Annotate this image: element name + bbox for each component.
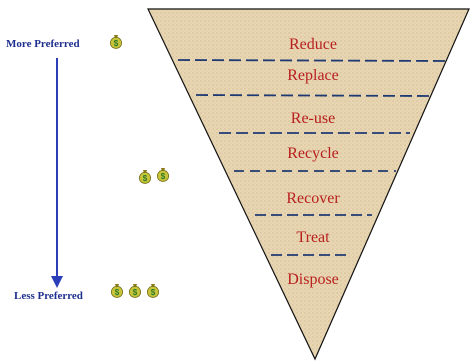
level-replace: Replace <box>287 67 339 84</box>
money-bag-icon <box>156 167 170 182</box>
level-reduce: Reduce <box>289 36 337 53</box>
money-bag-icon <box>109 34 123 49</box>
money-bag-triple <box>110 283 160 298</box>
less-preferred-label: Less Preferred <box>14 290 83 302</box>
more-preferred-label: More Preferred <box>6 38 80 50</box>
level-treat: Treat <box>296 229 330 246</box>
level-reuse: Re-use <box>290 110 336 127</box>
money-bag-icon <box>146 283 160 298</box>
separator-1 <box>177 59 446 62</box>
level-dispose: Dispose <box>287 271 339 288</box>
money-bag-top <box>109 34 123 49</box>
level-recycle: Recycle <box>287 145 339 162</box>
money-bag-icon <box>138 169 152 184</box>
level-separators <box>177 59 446 256</box>
level-recover: Recover <box>286 190 340 207</box>
money-bag-icon <box>128 283 142 298</box>
preference-arrow <box>51 58 63 288</box>
money-bag-icon <box>110 283 124 298</box>
money-bag-pair <box>138 167 170 184</box>
separator-2 <box>195 94 431 97</box>
